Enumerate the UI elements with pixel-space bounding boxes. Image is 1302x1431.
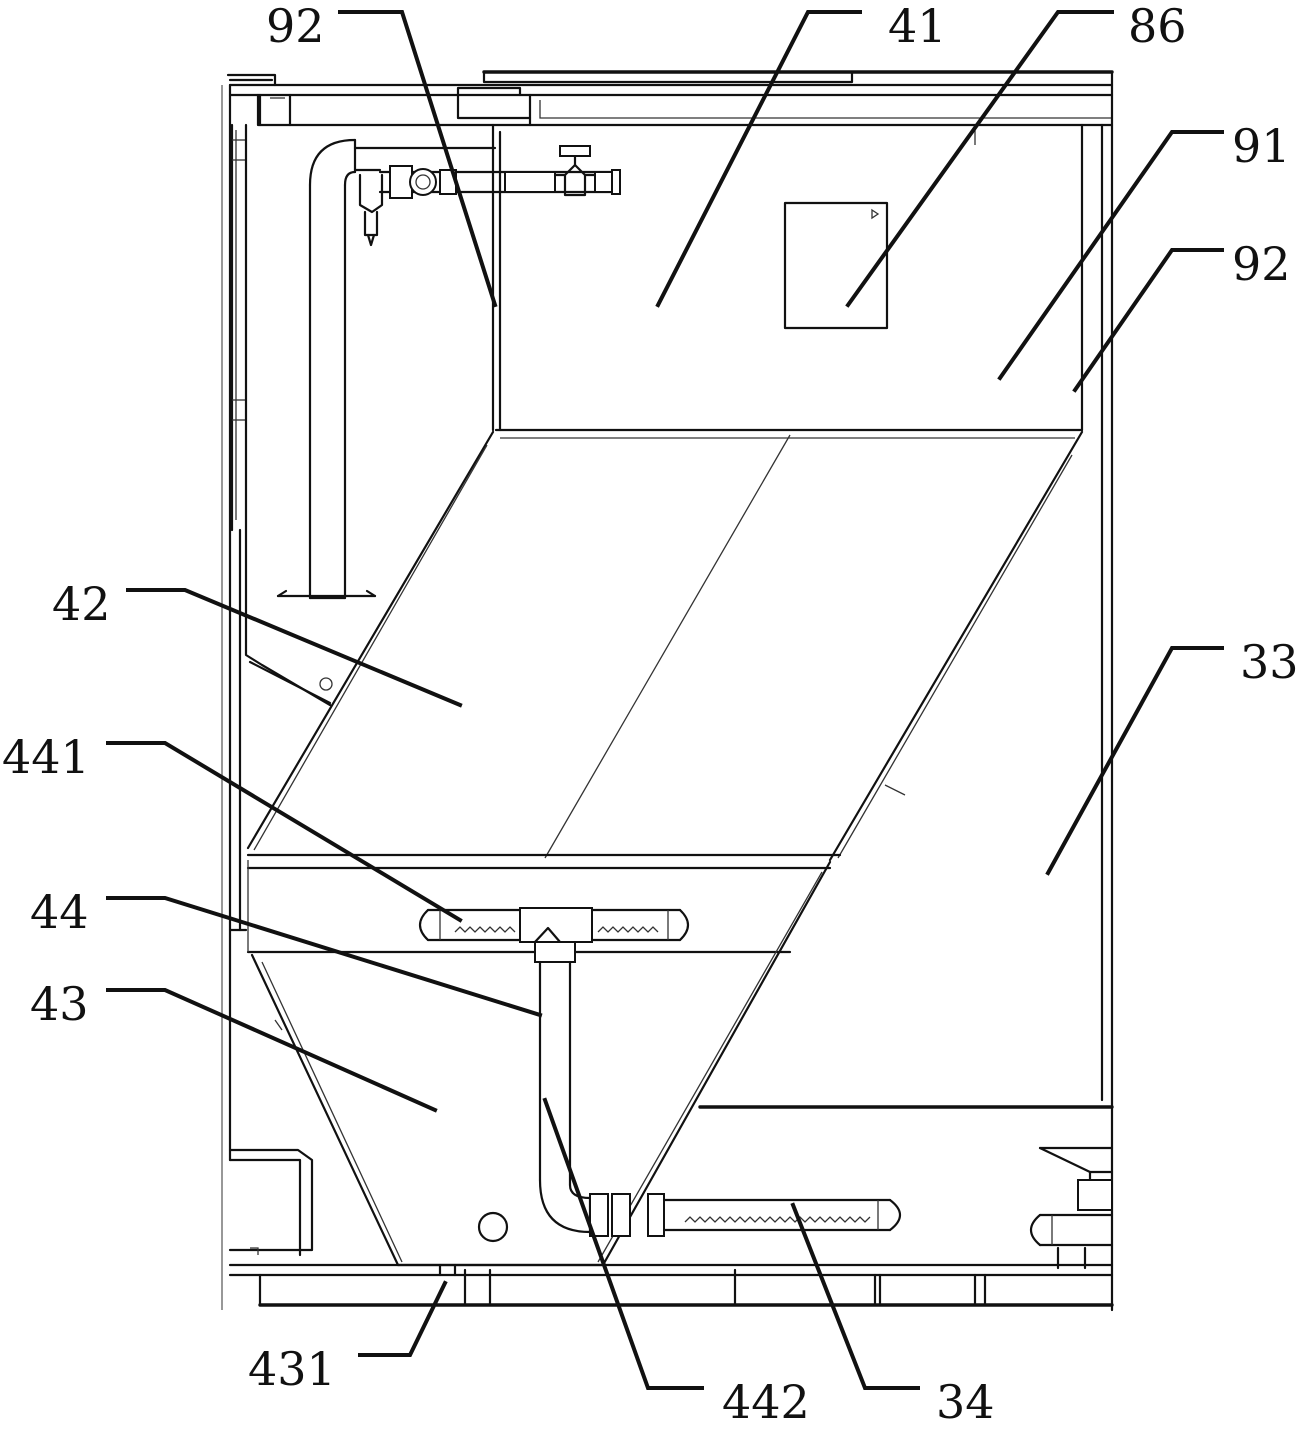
label-86: 86 [1128,0,1187,53]
distribution-trough [246,853,842,963]
upper-chamber [491,123,1084,439]
drain-pipes [538,960,902,1237]
label-442: 442 [722,1375,810,1429]
label-91: 91 [1232,119,1291,173]
label-41: 41 [888,0,947,53]
label-92-right: 92 [1232,237,1291,291]
cabinet-frame [221,70,1114,1312]
leader-lines [106,10,1224,1390]
supply-pipe-assembly [276,138,621,600]
label-431: 431 [248,1342,336,1396]
label-43: 43 [30,977,89,1031]
inclined-channel [246,430,1084,862]
label-33: 33 [1240,635,1299,689]
right-chamber [698,1105,1114,1270]
label-34: 34 [936,1375,995,1429]
label-92-top: 92 [266,0,325,53]
label-441: 441 [2,730,90,784]
label-42: 42 [52,577,111,631]
label-44: 44 [30,885,89,939]
lower-funnel [250,860,832,1277]
